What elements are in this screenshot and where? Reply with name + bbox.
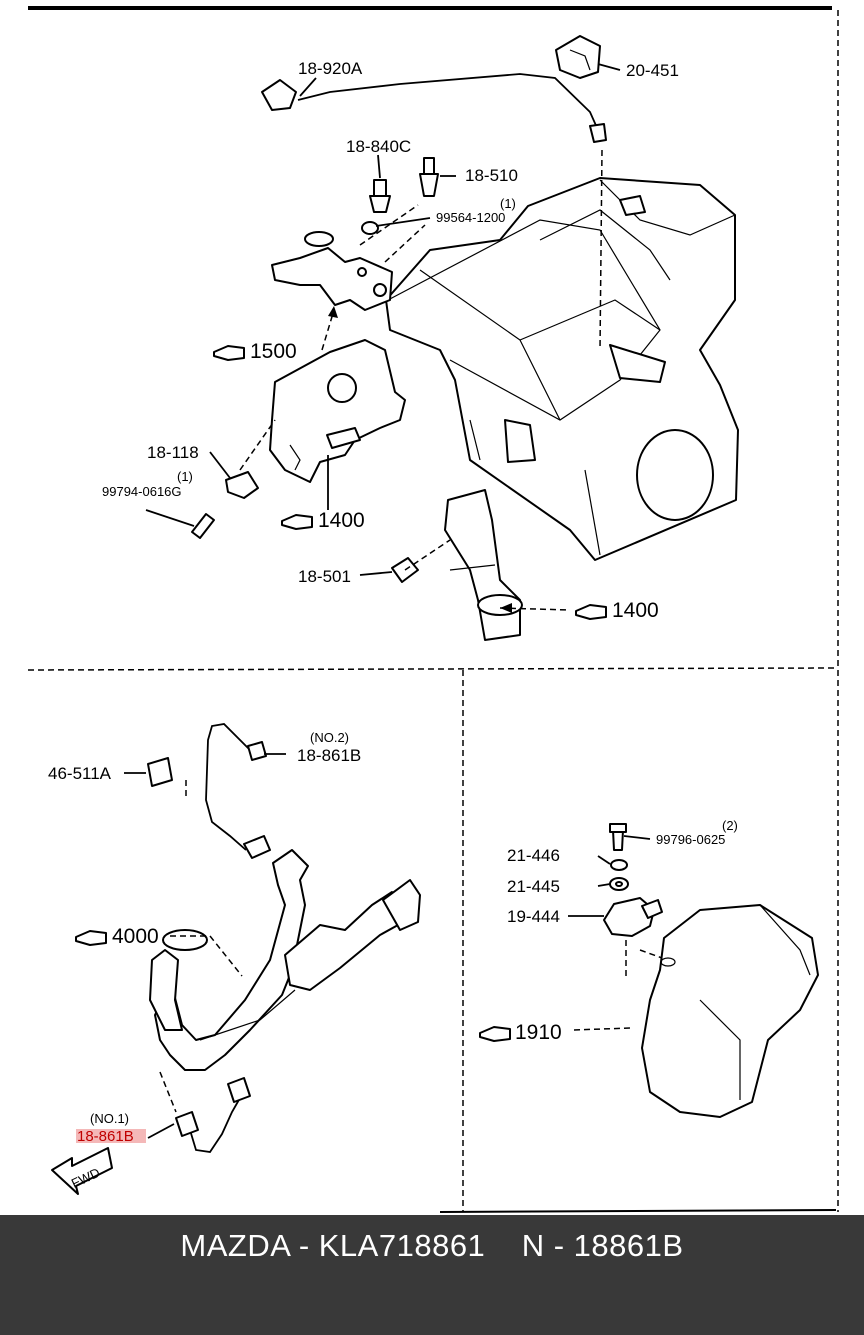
exhaust-pipe-drawing	[149, 849, 421, 1071]
callout-no1: (NO.1)	[90, 1111, 129, 1126]
callout-99794-qty: (1)	[177, 469, 193, 484]
callout-18-861B-top: 18-861B	[297, 746, 361, 765]
sensor-18-510-drawing	[359, 157, 456, 263]
clip-46-511A-drawing	[147, 757, 187, 800]
callout-18-840C: 18-840C	[346, 137, 411, 156]
bracket-18-118-drawing	[191, 419, 276, 539]
callout-18-510: 18-510	[465, 166, 518, 185]
intake-pipe-drawing	[444, 489, 571, 641]
highlight-box	[76, 1129, 146, 1143]
ref-label-1910: 1910	[515, 1021, 562, 1044]
callout-99796-0625: 99796-0625	[656, 832, 725, 847]
leader-lines	[124, 63, 651, 1139]
sensor-18-861B-bottom-drawing	[159, 1071, 251, 1153]
sensor-18-840C-drawing	[361, 179, 391, 235]
sensor-18-861B-top-drawing	[205, 723, 271, 859]
part-number-text: MAZDA - KLA718861 N - 18861B	[180, 1228, 684, 1263]
ref-label-1400-a: 1400	[318, 509, 365, 532]
callout-99564-qty: (1)	[500, 196, 516, 211]
callout-21-446: 21-446	[507, 846, 560, 865]
callout-21-445: 21-445	[507, 877, 560, 896]
clip-20-451-drawing	[555, 35, 601, 79]
washer-21-445-drawing	[609, 877, 629, 891]
fwd-arrow-icon	[51, 1147, 113, 1195]
bolt-99796-0625-drawing	[609, 823, 627, 851]
washer-21-446-drawing	[610, 859, 628, 871]
ref-arrow-icon-1400-a	[281, 514, 313, 530]
callout-18-861B-bottom: 18-861B	[77, 1128, 134, 1145]
ref-label-1400-b: 1400	[612, 599, 659, 622]
callout-19-444: 19-444	[507, 907, 560, 926]
engine-block-drawing	[385, 149, 739, 561]
ref-arrow-icon-1910	[479, 1026, 631, 1042]
parts-diagram: 18-920A 20-451 18-840C 18-510 (1) 99564-…	[27, 6, 839, 1213]
ref-arrow-icon-1400-b	[575, 604, 607, 620]
ref-label-1500: 1500	[250, 340, 297, 363]
part-number-footer: MAZDA - KLA718861 N - 18861B	[0, 1215, 864, 1335]
ref-arrow-icon-4000	[75, 930, 243, 977]
speed-sensor-19-444-drawing	[603, 897, 663, 976]
callout-18-501: 18-501	[298, 567, 351, 586]
callout-46-511A: 46-511A	[48, 764, 112, 783]
callout-20-451: 20-451	[626, 61, 679, 80]
callout-99564-1200: 99564-1200	[436, 210, 505, 225]
callout-18-920A: 18-920A	[298, 59, 363, 78]
sensor-18-501-drawing	[391, 539, 451, 583]
callout-99794-0616G: 99794-0616G	[102, 484, 182, 499]
callout-18-118: 18-118	[147, 443, 199, 462]
callout-99796-qty: (2)	[722, 818, 738, 833]
ref-label-4000: 4000	[112, 925, 159, 948]
diagram-frame	[27, 6, 839, 1213]
transaxle-drawing	[641, 904, 819, 1118]
ref-arrow-icon-1500	[213, 345, 245, 361]
sensor-18-920A-drawing	[261, 73, 607, 143]
callout-no2: (NO.2)	[310, 730, 349, 745]
timing-cover-drawing	[269, 339, 406, 510]
water-outlet-drawing	[271, 231, 393, 351]
